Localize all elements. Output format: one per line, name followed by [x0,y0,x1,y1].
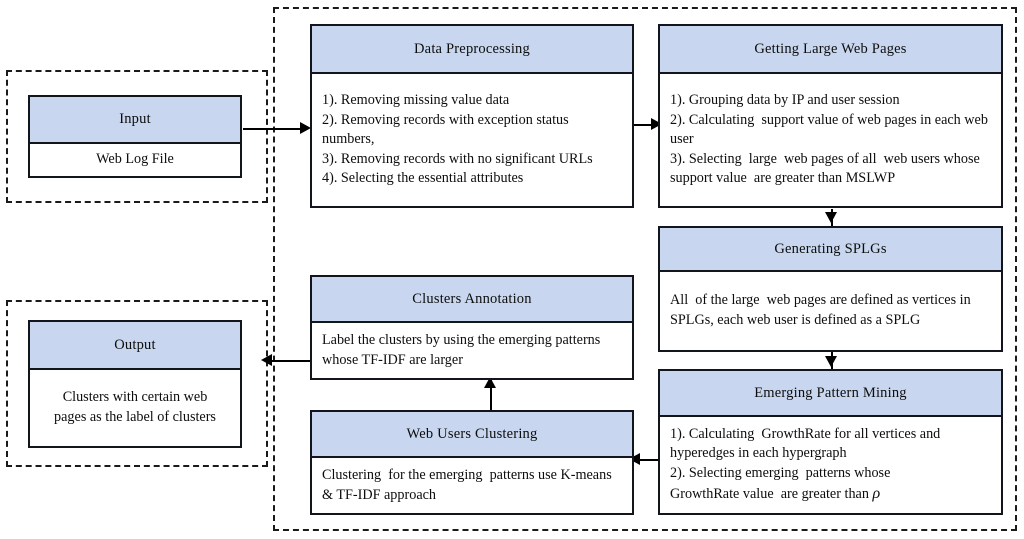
body-line: 3). Removing records with no significant… [322,150,593,167]
node-output-body-line-2: pages as the label of clusters [54,409,216,425]
node-generating-splgs-header: Generating SPLGs [660,228,1001,272]
body-line: 1). Removing missing value data [322,92,510,109]
node-output-header: Output [30,322,240,370]
node-generating-splgs-body: All of the large web pages are defined a… [660,272,1001,350]
edge-preprocessing-to-large-arrow [651,118,662,130]
node-input-body: Web Log File [30,144,240,176]
body-line: Clustering for the emerging patterns use… [322,466,616,503]
body-line: 4). Selecting the essential attributes [322,170,524,187]
node-getting-large-web-pages-header: Getting Large Web Pages [660,26,1001,74]
body-line: Label the clusters by using the emerging… [322,331,604,368]
node-clusters-annotation[interactable]: Clusters Annotation Label the clusters b… [310,275,634,380]
edge-preprocessing-to-large-line [633,124,658,126]
body-line: All of the large web pages are defined a… [670,292,975,328]
node-getting-large-web-pages[interactable]: Getting Large Web Pages 1). Grouping dat… [658,24,1003,208]
edge-annotation-to-output-line [270,360,312,362]
output-group-frame [6,300,268,467]
node-input[interactable]: Input Web Log File [28,95,242,178]
node-generating-splgs[interactable]: Generating SPLGs All of the large web pa… [658,226,1003,352]
edge-clustering-to-annotation-arrow [484,377,496,388]
node-input-header: Input [30,97,240,145]
growthrate-threshold-text: GrowthRate value are greater than [670,486,873,503]
node-output[interactable]: Output Clusters with certain web pages a… [28,320,242,448]
body-line: 3). Selecting large web pages of all web… [670,150,984,187]
body-line-with-symbol: GrowthRate value are greater than ρ [670,483,991,505]
node-input-body-line: Web Log File [96,151,174,168]
node-web-users-clustering-header: Web Users Clustering [312,412,632,458]
node-data-preprocessing-header: Data Preprocessing [312,26,632,74]
body-line: 1). Calculating GrowthRate for all verti… [670,425,944,462]
body-line: 2). Removing records with exception stat… [322,111,573,148]
edge-mining-to-clustering-line [636,459,660,461]
body-line: 2). Calculating support value of web pag… [670,111,992,148]
edge-input-to-preprocessing-line [243,128,301,130]
node-web-users-clustering-body: Clustering for the emerging patterns use… [312,458,632,513]
edge-splgs-to-mining-arrow [825,356,837,367]
node-data-preprocessing[interactable]: Data Preprocessing 1). Removing missing … [310,24,634,208]
edge-large-to-splgs-arrow [825,212,837,223]
node-output-body: Clusters with certain web pages as the l… [30,370,240,446]
node-data-preprocessing-body: 1). Removing missing value data 2). Remo… [312,74,632,206]
process-group-frame [273,7,1017,531]
rho-symbol: ρ [872,485,881,503]
node-emerging-pattern-mining-body: 1). Calculating GrowthRate for all verti… [660,417,1001,513]
edge-clustering-to-annotation-line [490,380,492,410]
input-group-frame [6,70,268,203]
body-line: 2). Selecting emerging patterns whose [670,464,891,481]
node-emerging-pattern-mining[interactable]: Emerging Pattern Mining 1). Calculating … [658,369,1003,515]
node-web-users-clustering[interactable]: Web Users Clustering Clustering for the … [310,410,634,515]
edge-annotation-to-output-arrow [261,354,272,366]
node-clusters-annotation-header: Clusters Annotation [312,277,632,323]
node-clusters-annotation-body: Label the clusters by using the emerging… [312,323,632,378]
node-emerging-pattern-mining-header: Emerging Pattern Mining [660,371,1001,417]
node-getting-large-web-pages-body: 1). Grouping data by IP and user session… [660,74,1001,206]
edge-mining-to-clustering-arrow [629,453,640,465]
body-line: 1). Grouping data by IP and user session [670,92,900,109]
edge-input-to-preprocessing-arrow [300,122,311,134]
node-output-body-line-1: Clusters with certain web [62,389,208,406]
